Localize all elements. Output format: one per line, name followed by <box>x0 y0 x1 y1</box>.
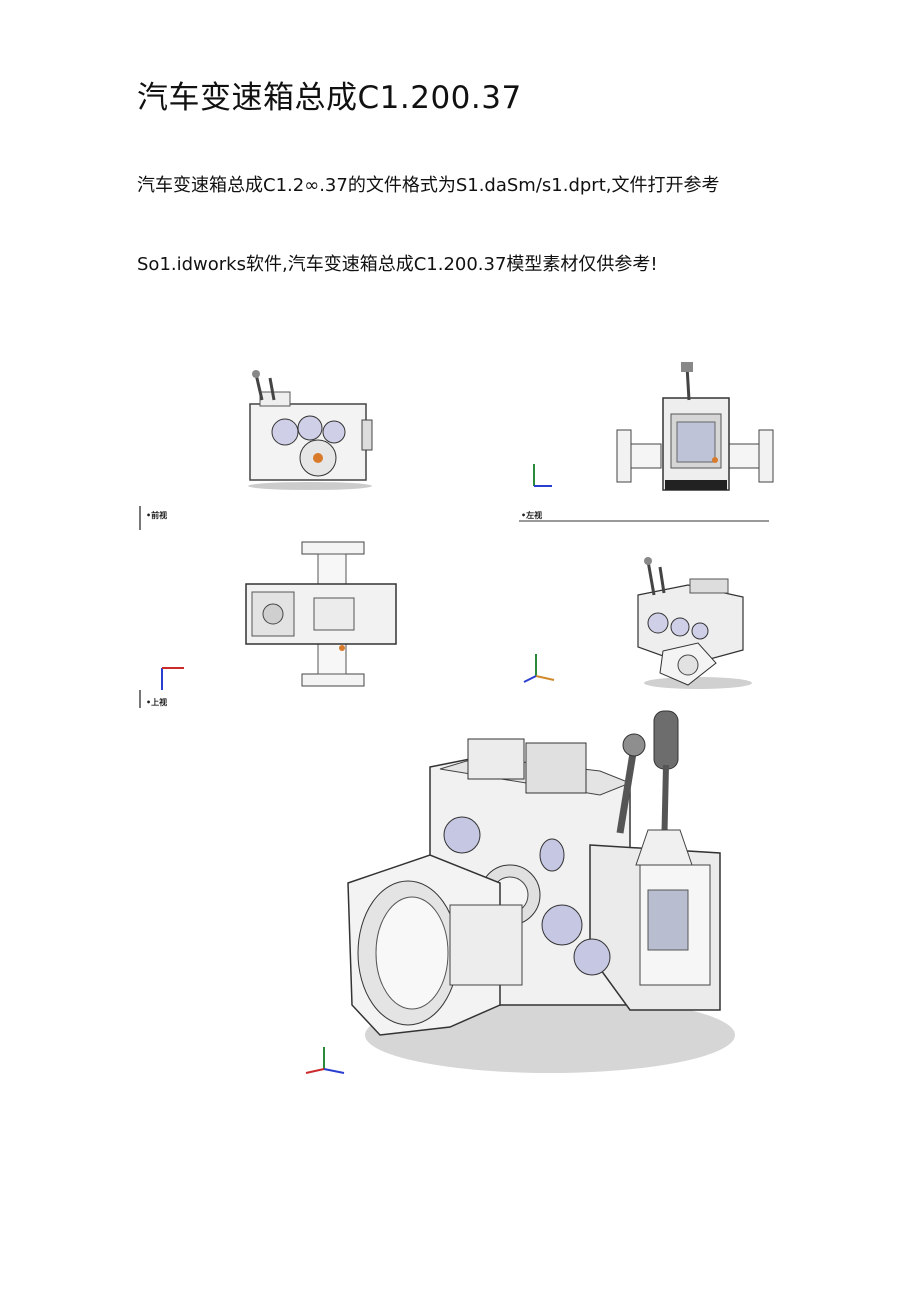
left-view-bar <box>519 520 769 522</box>
description-paragraph-2: So1.idworks软件,汽车变速箱总成C1.200.37模型素材仅供参考! <box>137 254 658 275</box>
front-view-label: •前视 <box>146 511 168 520</box>
front-view-image <box>248 370 373 490</box>
page-title: 汽车变速箱总成C1.200.37 <box>137 80 522 116</box>
top-view-triad-icon <box>161 667 184 690</box>
front-view-marker <box>139 506 141 530</box>
top-view-label: •上视 <box>146 698 168 707</box>
description-paragraph-1: 汽车变速箱总成C1.2∞.37的文件格式为S1.daSm∕s1.dprt,文件打… <box>137 175 720 196</box>
isometric-small-triad-icon <box>523 654 555 683</box>
top-view-image <box>245 541 397 687</box>
left-view-triad-icon <box>533 464 552 487</box>
left-view-image <box>616 362 774 491</box>
main-view-triad-icon <box>305 1047 345 1074</box>
left-view-label: •左视 <box>521 511 543 520</box>
top-view-marker <box>139 690 141 708</box>
isometric-small-view-image <box>637 557 752 689</box>
main-isometric-view-image <box>347 710 735 1073</box>
